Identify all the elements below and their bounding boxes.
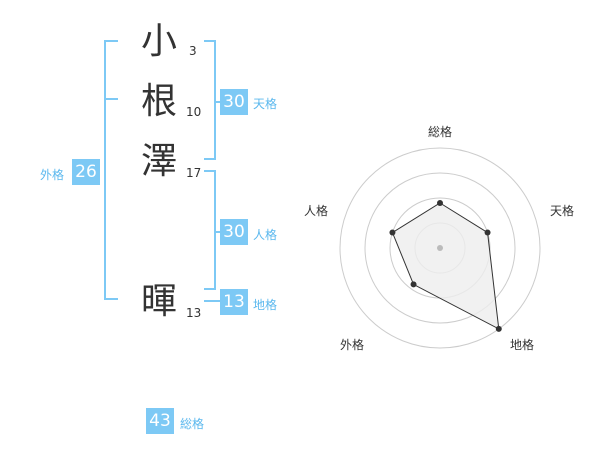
tenkaku-bracket	[204, 40, 216, 160]
stroke-count-3: 17	[186, 166, 202, 180]
radar-label-jinkaku: 人格	[304, 204, 329, 218]
gaikaku-badge: 26	[72, 159, 100, 185]
chikaku-badge: 13	[220, 289, 248, 315]
radar-point-1	[484, 229, 491, 236]
gaikaku-bracket	[104, 40, 118, 300]
radar-center	[437, 245, 443, 251]
radar-point-0	[437, 200, 443, 206]
tenkaku-badge: 30	[220, 89, 248, 115]
jinkaku-badge: 30	[220, 219, 248, 245]
name-char-2: 根	[141, 81, 178, 122]
name-char-4: 暉	[141, 281, 178, 322]
name-char-3: 澤	[141, 141, 178, 182]
radar-grid	[339, 147, 541, 349]
radar-label-chikaku: 地格	[510, 338, 535, 352]
radar-points	[389, 200, 502, 332]
stroke-count-4: 13	[186, 306, 202, 320]
radar-point-4	[389, 229, 396, 236]
tenkaku-bracket-tick	[214, 101, 222, 103]
radar-shape	[391, 202, 500, 330]
radar-point-2	[495, 325, 502, 332]
radar-point-3	[410, 281, 417, 288]
gaikaku-label: 外格	[40, 168, 65, 182]
chikaku-bracket-line	[204, 300, 220, 302]
name-char-1: 小	[141, 21, 178, 62]
radar-label-soukaku: 総格	[428, 125, 453, 139]
radar-ring-3	[364, 172, 516, 324]
stroke-count-2: 10	[186, 105, 202, 119]
jinkaku-label: 人格	[253, 228, 278, 242]
radar-ring-4	[339, 147, 541, 349]
gaikaku-bracket-tick-top	[104, 98, 118, 100]
jinkaku-bracket	[204, 170, 216, 290]
radar-label-gaikaku: 外格	[340, 338, 365, 352]
chikaku-label: 地格	[253, 298, 278, 312]
tenkaku-label: 天格	[253, 97, 278, 111]
jinkaku-bracket-tick	[214, 231, 222, 233]
radar-label-tenkaku: 天格	[550, 204, 575, 218]
soukaku-label: 総格	[180, 417, 205, 431]
stroke-count-1: 3	[189, 44, 197, 58]
soukaku-badge: 43	[146, 408, 174, 434]
